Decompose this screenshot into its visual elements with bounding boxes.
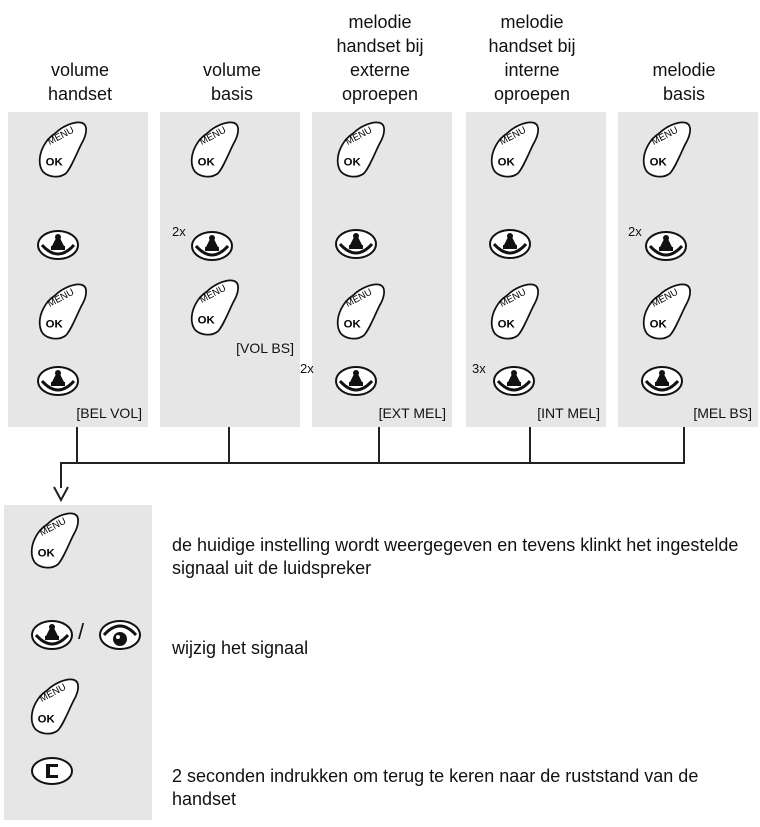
repeat-count: 2x xyxy=(172,224,186,239)
connector-line xyxy=(683,427,685,463)
menu-ok-key-icon xyxy=(334,118,390,180)
repeat-count: 2x xyxy=(300,361,314,376)
step-description: 2 seconden indrukken om terug te keren n… xyxy=(172,766,699,809)
menu-ok-key-icon xyxy=(28,509,84,571)
nav-up-key-icon xyxy=(36,229,80,261)
nav-up-key-icon xyxy=(30,619,74,651)
menu-ok-key-icon xyxy=(188,276,244,338)
column-melodie-intern: 3x [INT MEL] xyxy=(466,112,606,427)
display-code: [INT MEL] xyxy=(537,405,600,421)
column-volume-basis: 2x [VOL BS] xyxy=(160,112,300,427)
common-steps-panel: / xyxy=(4,505,152,820)
nav-up-key-icon xyxy=(334,365,378,397)
menu-ok-key-icon xyxy=(334,280,390,342)
menu-ok-key-icon xyxy=(488,118,544,180)
nav-up-key-icon xyxy=(36,365,80,397)
connector-line xyxy=(378,427,380,463)
display-code: [EXT MEL] xyxy=(378,405,446,421)
column-melodie-basis: 2x [MEL BS] xyxy=(618,112,758,427)
connector-line xyxy=(60,462,62,488)
menu-ok-key-icon xyxy=(640,280,696,342)
arrow-down-icon xyxy=(53,486,69,502)
menu-ok-key-icon xyxy=(488,280,544,342)
menu-ok-key-icon xyxy=(640,118,696,180)
column-melodie-extern: 2x [EXT MEL] xyxy=(300,112,452,427)
connector-line xyxy=(60,462,685,464)
nav-up-key-icon xyxy=(492,365,536,397)
nav-up-key-icon xyxy=(190,230,234,262)
repeat-count: 3x xyxy=(472,361,486,376)
menu-ok-key-icon xyxy=(28,675,84,737)
menu-ok-key-icon xyxy=(36,118,92,180)
connector-line xyxy=(529,427,531,463)
step-description: de huidige instelling wordt weergegeven … xyxy=(172,535,739,578)
connector-line xyxy=(76,427,78,463)
clear-key-icon xyxy=(30,755,74,787)
connector-line xyxy=(228,427,230,463)
nav-up-key-icon xyxy=(640,365,684,397)
display-code: [VOL BS] xyxy=(236,340,294,356)
menu-ok-key-icon xyxy=(188,118,244,180)
nav-up-key-icon xyxy=(644,230,688,262)
nav-up-key-icon xyxy=(334,228,378,260)
display-code: [BEL VOL] xyxy=(76,405,142,421)
repeat-count: 2x xyxy=(628,224,642,239)
separator: / xyxy=(78,619,85,644)
menu-ok-key-icon xyxy=(36,280,92,342)
nav-down-key-icon xyxy=(98,619,142,651)
column-volume-handset: [BEL VOL] xyxy=(8,112,148,427)
step-description: wijzig het signaal xyxy=(172,638,309,658)
nav-up-key-icon xyxy=(488,228,532,260)
display-code: [MEL BS] xyxy=(693,405,752,421)
